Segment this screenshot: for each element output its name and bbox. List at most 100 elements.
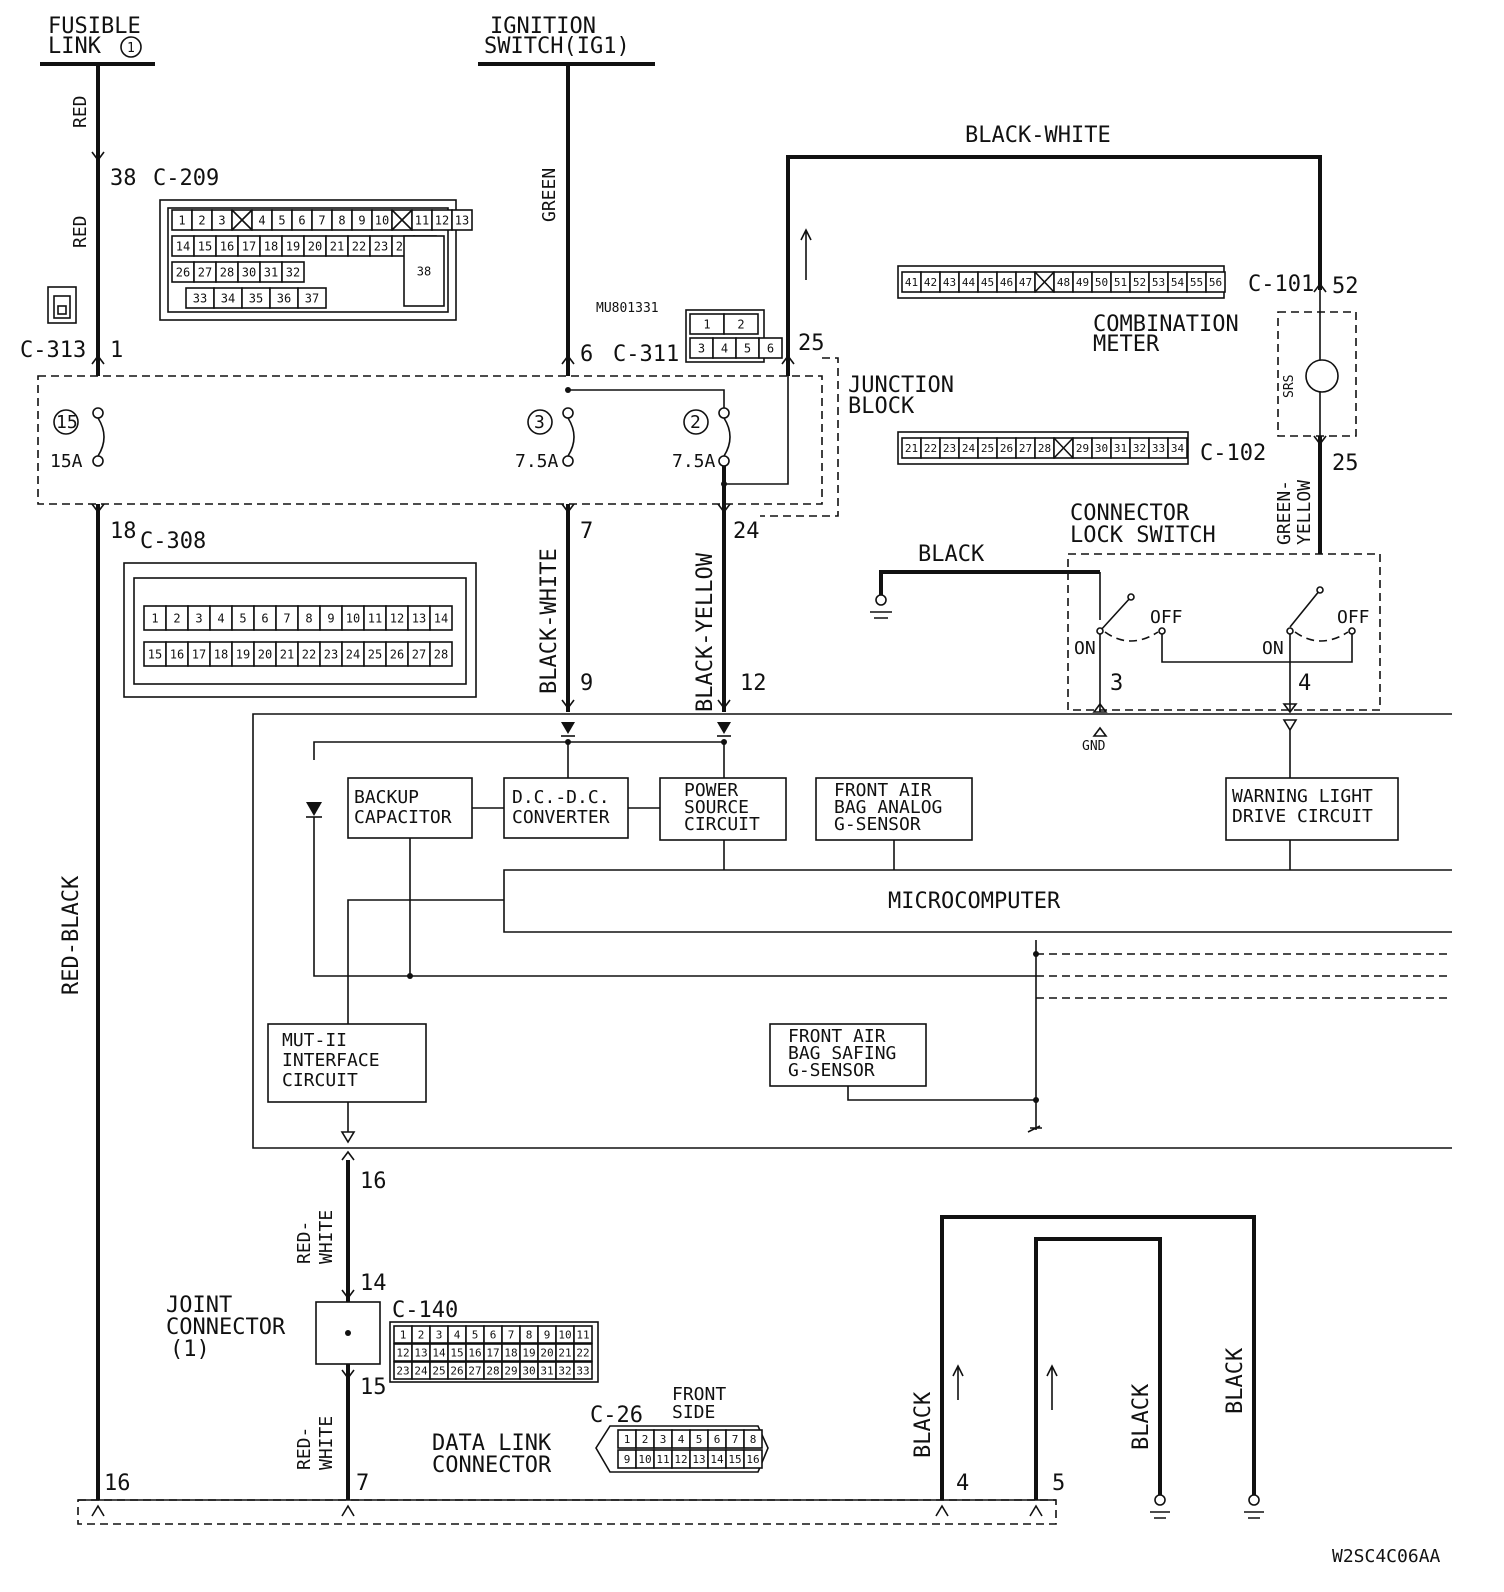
c209-pin-20: 20 <box>308 239 322 253</box>
c308-pin-3: 3 <box>195 611 202 625</box>
backup-capacitor-line-2: CAPACITOR <box>354 807 452 828</box>
c26-pin-8: 8 <box>750 1433 757 1446</box>
c140-pin-31: 31 <box>540 1364 553 1377</box>
c209-pin-17: 17 <box>242 239 256 253</box>
c311-pin-6: 6 <box>767 341 774 355</box>
c26-pin-cell <box>743 1449 763 1469</box>
combination-meter-label-1: COMBINATION <box>1093 312 1239 337</box>
diode-backup <box>306 802 322 816</box>
figure-code: W2SC4C06AA <box>1332 1546 1441 1567</box>
c140-pin-33: 33 <box>576 1364 589 1377</box>
c209-pin-33: 33 <box>193 291 207 305</box>
c308-pin-16: 16 <box>170 647 184 661</box>
c26-pin-11: 11 <box>656 1453 669 1466</box>
c209-pin-15: 15 <box>198 239 212 253</box>
srs-label: SRS <box>1282 375 1297 398</box>
mut-line-2: INTERFACE <box>282 1050 380 1071</box>
c209-pin-18: 18 <box>264 239 278 253</box>
fuse-3-number: 3 <box>534 412 545 433</box>
c209-pin-4: 4 <box>258 213 265 227</box>
c140-pin-1: 1 <box>400 1328 407 1341</box>
current-arrow <box>800 228 812 280</box>
mut-interface-block: MUT-II INTERFACE CIRCUIT <box>267 1023 427 1103</box>
c140-pin-25: 25 <box>432 1364 445 1377</box>
c209-pin-31: 31 <box>264 265 278 279</box>
c209-pin-12: 12 <box>435 213 449 227</box>
c311-pin-cell <box>723 313 759 335</box>
c26-pin-10: 10 <box>638 1453 651 1466</box>
c308-pin-21: 21 <box>280 647 294 661</box>
c209-pin-2: 2 <box>198 213 205 227</box>
pin-24: 24 <box>733 519 760 544</box>
connector-c311-label: C-311 <box>613 342 679 367</box>
joint-connector-label-2: CONNECTOR <box>166 1315 286 1340</box>
pin-7: 7 <box>580 519 593 544</box>
ignition-switch-label-2: SWITCH(IG1) <box>484 34 630 59</box>
c209-pin-19: 19 <box>286 239 300 253</box>
wire-label-green: GREEN <box>539 168 560 222</box>
c102-pin-30: 30 <box>1095 442 1108 455</box>
c308-pin-12: 12 <box>390 611 404 625</box>
c140-pin-13: 13 <box>414 1346 427 1359</box>
c101-pin-48: 48 <box>1057 276 1070 289</box>
c102-pin-cell <box>1167 437 1188 459</box>
c140-pin-7: 7 <box>508 1328 515 1341</box>
c308-pin-5: 5 <box>239 611 246 625</box>
c140-pin-16: 16 <box>468 1346 481 1359</box>
c209-pin-1: 1 <box>178 213 185 227</box>
c140-pin-6: 6 <box>490 1328 497 1341</box>
c102-pin-26: 26 <box>1000 442 1013 455</box>
c308-pin-18: 18 <box>214 647 228 661</box>
connector-c209-label: C-209 <box>153 166 219 191</box>
wire-label-red-1: RED <box>70 95 91 128</box>
safing-line-3: G-SENSOR <box>788 1060 875 1081</box>
backup-capacitor-block: BACKUP CAPACITOR <box>347 777 473 839</box>
junction-block-label-1: JUNCTION <box>848 373 954 398</box>
c26-pin-12: 12 <box>674 1453 687 1466</box>
c308-pin-8: 8 <box>305 611 312 625</box>
c308-pin-23: 23 <box>324 647 338 661</box>
dlc-label-1: DATA LINK <box>432 1431 552 1456</box>
pin-6: 6 <box>580 342 593 367</box>
c26-pin-2: 2 <box>642 1433 649 1446</box>
c101-pin-52: 52 <box>1133 276 1146 289</box>
c101-pin-46: 46 <box>1000 276 1013 289</box>
c311-pin-3: 3 <box>698 341 705 355</box>
c140-pin-10: 10 <box>558 1328 571 1341</box>
ignition-switch-source: IGNITION SWITCH(IG1) <box>478 14 655 66</box>
c308-pin-cell <box>429 605 453 631</box>
c209-pin-cell <box>281 261 305 283</box>
lock-switch-label-1: CONNECTOR <box>1070 501 1190 526</box>
c209-pin-22: 22 <box>352 239 366 253</box>
c26-pin-3: 3 <box>660 1433 667 1446</box>
dcdc-line-2: CONVERTER <box>512 807 610 828</box>
c101-pin-42: 42 <box>924 276 937 289</box>
c308-pin-27: 27 <box>412 647 426 661</box>
pin-4-lower: 4 <box>956 1471 969 1496</box>
c102-pin-31: 31 <box>1114 442 1127 455</box>
pin-16-upper: 16 <box>360 1169 387 1194</box>
c102-pin-25: 25 <box>981 442 994 455</box>
fusible-link-label-1: FUSIBLE <box>48 14 141 39</box>
wire-label-black-3: BLACK <box>1223 1347 1248 1414</box>
c209-pin-32: 32 <box>286 265 300 279</box>
pin-38: 38 <box>110 166 137 191</box>
c140-pin-32: 32 <box>558 1364 571 1377</box>
c140-pin-5: 5 <box>472 1328 479 1341</box>
microcomputer-block: MICROCOMPUTER <box>503 869 1452 933</box>
junction-block-box <box>37 375 823 505</box>
power-source-line-2: SOURCE <box>684 797 749 818</box>
ground-symbol-3 <box>1244 1511 1264 1519</box>
joint-connector-label-1: JOINT <box>166 1293 232 1318</box>
c26-pin-15: 15 <box>728 1453 741 1466</box>
c311-pin-2: 2 <box>737 317 744 331</box>
c102-pin-21: 21 <box>905 442 918 455</box>
wire-label-red-white-2a: RED- <box>294 1427 315 1470</box>
power-source-block: POWER SOURCE CIRCUIT <box>659 777 787 841</box>
analog-sensor-line-3: G-SENSOR <box>834 814 921 835</box>
fuse-2-rating: 7.5A <box>672 451 716 472</box>
fusible-link-number: 1 <box>127 41 135 56</box>
fusible-link-label-2: LINK <box>48 34 102 59</box>
